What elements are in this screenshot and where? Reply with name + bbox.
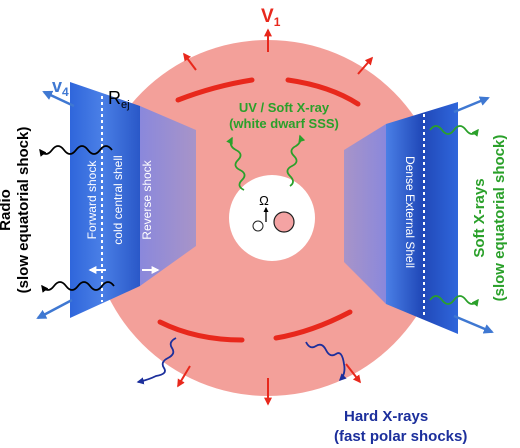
omega-label: Ω: [259, 193, 269, 208]
soft-xray-label-line2: (slow equatorial shock): [491, 135, 508, 302]
companion-star: [273, 211, 295, 233]
soft-xray-label-line1: Soft X-rays: [471, 178, 488, 257]
radio-label-line2: (slow equatorial shock): [15, 127, 32, 294]
reverse-shock-label: Reverse shock: [140, 159, 154, 239]
radio-label-line1: Radio: [0, 189, 14, 231]
hard-xray-label-line2: (fast polar shocks): [334, 428, 467, 445]
v1-arrow-upper-right: [357, 56, 374, 75]
v1-arrow-lower-right: [345, 363, 361, 384]
upper-shock-arc-left: [175, 77, 255, 103]
hard-xray-wave-left: [136, 337, 177, 385]
cold-shell-label: cold central shell: [111, 155, 125, 244]
v4-label: v4: [52, 76, 69, 99]
forward-shock-label: Forward shock: [85, 160, 99, 240]
uv-wave-right: [286, 134, 306, 187]
dense-shell-label: Dense External Shell: [403, 156, 417, 268]
uv-label-line1: UV / Soft X-ray: [239, 100, 330, 115]
v4-arrow-lower-left: [36, 298, 73, 320]
soft-xray-wave-upper: [429, 125, 479, 137]
v4-arrow-lower-right: [453, 314, 494, 334]
v4-arrow-upper-right: [453, 96, 490, 114]
right-dense-shell: [386, 102, 458, 334]
v4-arrow-upper-left: [42, 90, 75, 108]
lower-shock-arc-left: [157, 319, 245, 343]
soft-xray-wave-lower: [429, 295, 479, 307]
v1-arrow-upper-left: [183, 52, 197, 71]
white-dwarf: [252, 220, 264, 232]
hard-xray-wave-right: [305, 341, 347, 382]
uv-label-line2: (white dwarf SSS): [229, 116, 339, 131]
central-binary-disk: [229, 175, 315, 261]
lower-shock-arc-right: [273, 309, 353, 341]
right-reverse-shock-zone: [344, 124, 386, 304]
radio-wave-upper: [39, 145, 113, 157]
radio-wave-lower: [41, 281, 115, 293]
v1-arrow-lower-left: [177, 365, 191, 388]
left-ejecta-shell: [70, 82, 140, 318]
upper-shock-arc-right: [285, 77, 361, 107]
v1-label: V1: [261, 6, 281, 29]
hard-xray-label-line1: Hard X-rays: [344, 408, 428, 425]
rej-label: Rej: [108, 88, 130, 111]
uv-wave-left: [226, 136, 246, 191]
left-reverse-shock-zone: [140, 106, 196, 286]
